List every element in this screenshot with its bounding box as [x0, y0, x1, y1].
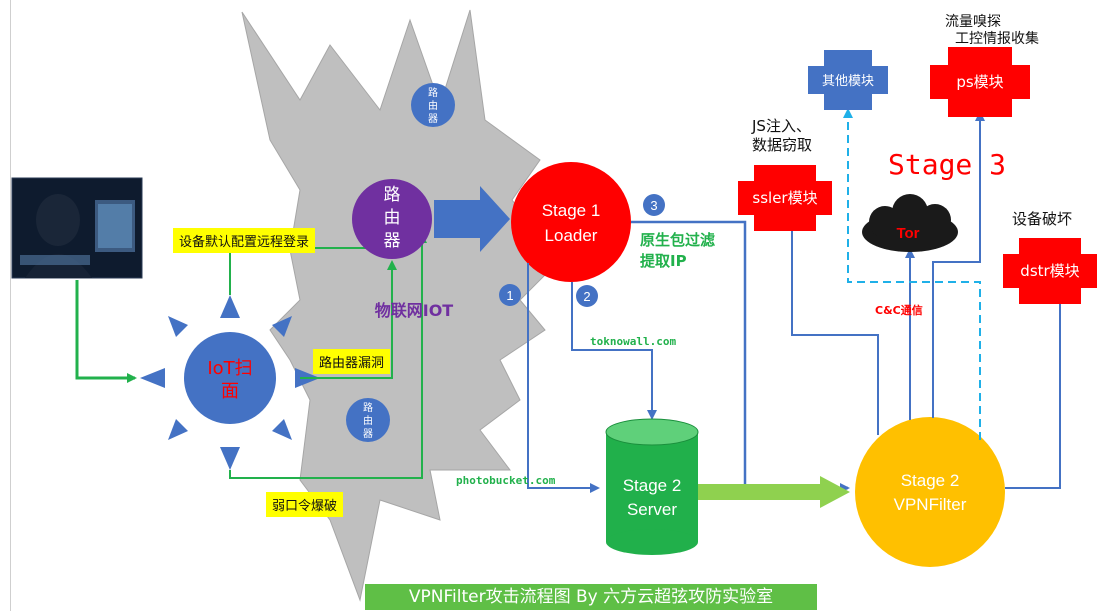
stage2-server-text-1: Stage 2	[623, 476, 682, 495]
small-router-bottom-text-3: 器	[363, 428, 373, 440]
small-router-top-text-1: 路	[428, 86, 438, 99]
iot-scan-text-2: 面	[221, 381, 239, 402]
server-to-vpnfilter-arrow	[698, 476, 850, 508]
native-filter-text-1: 原生包过滤	[640, 231, 715, 249]
stage2-vpnfilter-text-1: Stage 2	[901, 471, 960, 490]
photobucket-label: photobucket.com	[456, 474, 556, 487]
iot-scan-text-1: IoT扫	[207, 358, 252, 379]
vpnfilter-to-dstr-line	[1005, 292, 1060, 488]
main-router-text-3: 器	[384, 231, 401, 251]
ssler-module-text: ssler模块	[752, 189, 817, 207]
hacker-icon	[12, 178, 142, 278]
tor-text: Tor	[896, 225, 919, 242]
vpnfilter-to-ssler-line	[792, 220, 878, 435]
small-router-top-text-2: 由	[428, 99, 438, 112]
stage1-text-2: Loader	[545, 226, 598, 245]
small-router-bottom-text-2: 由	[363, 414, 373, 427]
other-module-text: 其他模块	[822, 74, 874, 89]
small-router-top-text-3: 器	[428, 113, 438, 125]
stage2-vpnfilter-node	[855, 417, 1005, 567]
footer-caption: VPNFilter攻击流程图 By 六方云超弦攻防实验室	[365, 584, 817, 610]
stage2-server-text-2: Server	[627, 500, 677, 519]
dstr-module-text: dstr模块	[1020, 262, 1079, 280]
tor-cloud-node	[862, 194, 958, 252]
main-router-text-2: 由	[384, 208, 401, 228]
stage3-label: Stage 3	[888, 148, 1006, 181]
step-1-text: 1	[506, 288, 513, 303]
attacker-to-scan-line	[77, 280, 135, 378]
router-vuln-label: 路由器漏洞	[313, 349, 390, 374]
ps-desc-line2: 工控情报收集	[955, 30, 1039, 49]
ssler-desc-line2: 数据窃取	[752, 136, 812, 155]
main-router-text-1: 路	[384, 185, 401, 205]
toknowall-label: toknowall.com	[590, 335, 676, 348]
cnc-label: C&C通信	[875, 303, 923, 317]
dstr-desc: 设备破坏	[1012, 210, 1072, 229]
iot-network-label: 物联网IOT	[375, 301, 454, 320]
ssler-desc-line1: JS注入、	[752, 117, 811, 136]
ps-module-text: ps模块	[956, 73, 1003, 91]
step-3-text: 3	[650, 198, 657, 213]
step-2-text: 2	[583, 289, 590, 304]
weak-password-label: 弱口令爆破	[266, 492, 343, 517]
stage1-text-1: Stage 1	[542, 201, 601, 220]
stage2-vpnfilter-text-2: VPNFilter	[894, 495, 967, 514]
native-filter-text-2: 提取IP	[640, 252, 687, 270]
default-config-login-label: 设备默认配置远程登录	[173, 228, 315, 253]
small-router-bottom-text-1: 路	[363, 401, 373, 414]
